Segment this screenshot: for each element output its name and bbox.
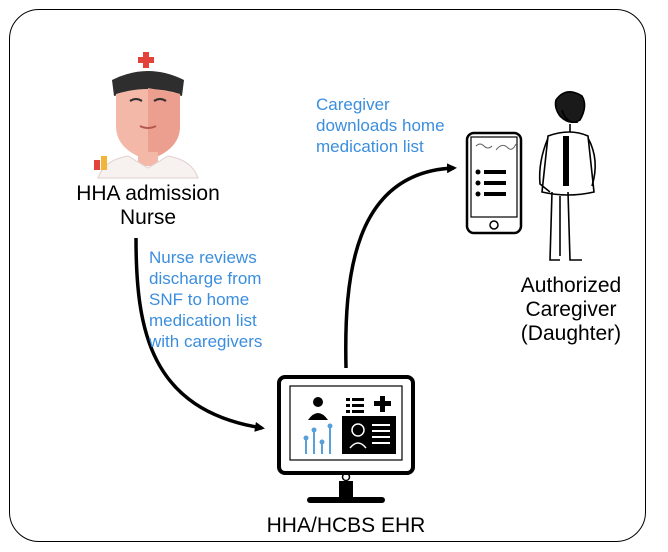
caregiver-label-line-1: Authorized [520,274,622,297]
arrow-nurse-to-ehr [134,237,265,432]
caregiver-download-note: Caregiver downloads home medication list [316,94,445,157]
nurse-label: HHA admission Nurse [58,182,238,230]
diagram-frame [9,9,646,542]
ehr-computer-monitor-icon [277,375,415,503]
nurse-note-line-4: medication list [149,311,257,330]
caregiver-person-icon [538,91,596,261]
nurse-label-line-1: HHA admission [76,182,220,205]
nurse-label-line-2: Nurse [119,206,177,229]
caregiver-label: Authorized Caregiver (Daughter) [496,274,646,346]
nurse-avatar-icon [94,52,199,179]
download-note-line-3: medication list [316,137,424,156]
ehr-label: HHA/HCBS EHR [266,514,426,537]
arrow-ehr-to-phone [344,163,457,369]
nurse-note-line-2: discharge from [149,269,262,288]
caregiver-label-line-3: (Daughter) [520,322,622,345]
nurse-review-note: Nurse reviews discharge from SNF to home… [149,247,262,352]
download-note-line-1: Caregiver [316,95,390,114]
download-note-line-2: downloads home [316,116,445,135]
nurse-note-line-3: SNF to home [149,290,250,309]
caregiver-label-line-2: Caregiver [525,298,617,321]
nurse-note-line-5: with caregivers [149,332,263,351]
nurse-note-line-1: Nurse reviews [149,248,257,267]
smartphone-icon [465,131,523,235]
